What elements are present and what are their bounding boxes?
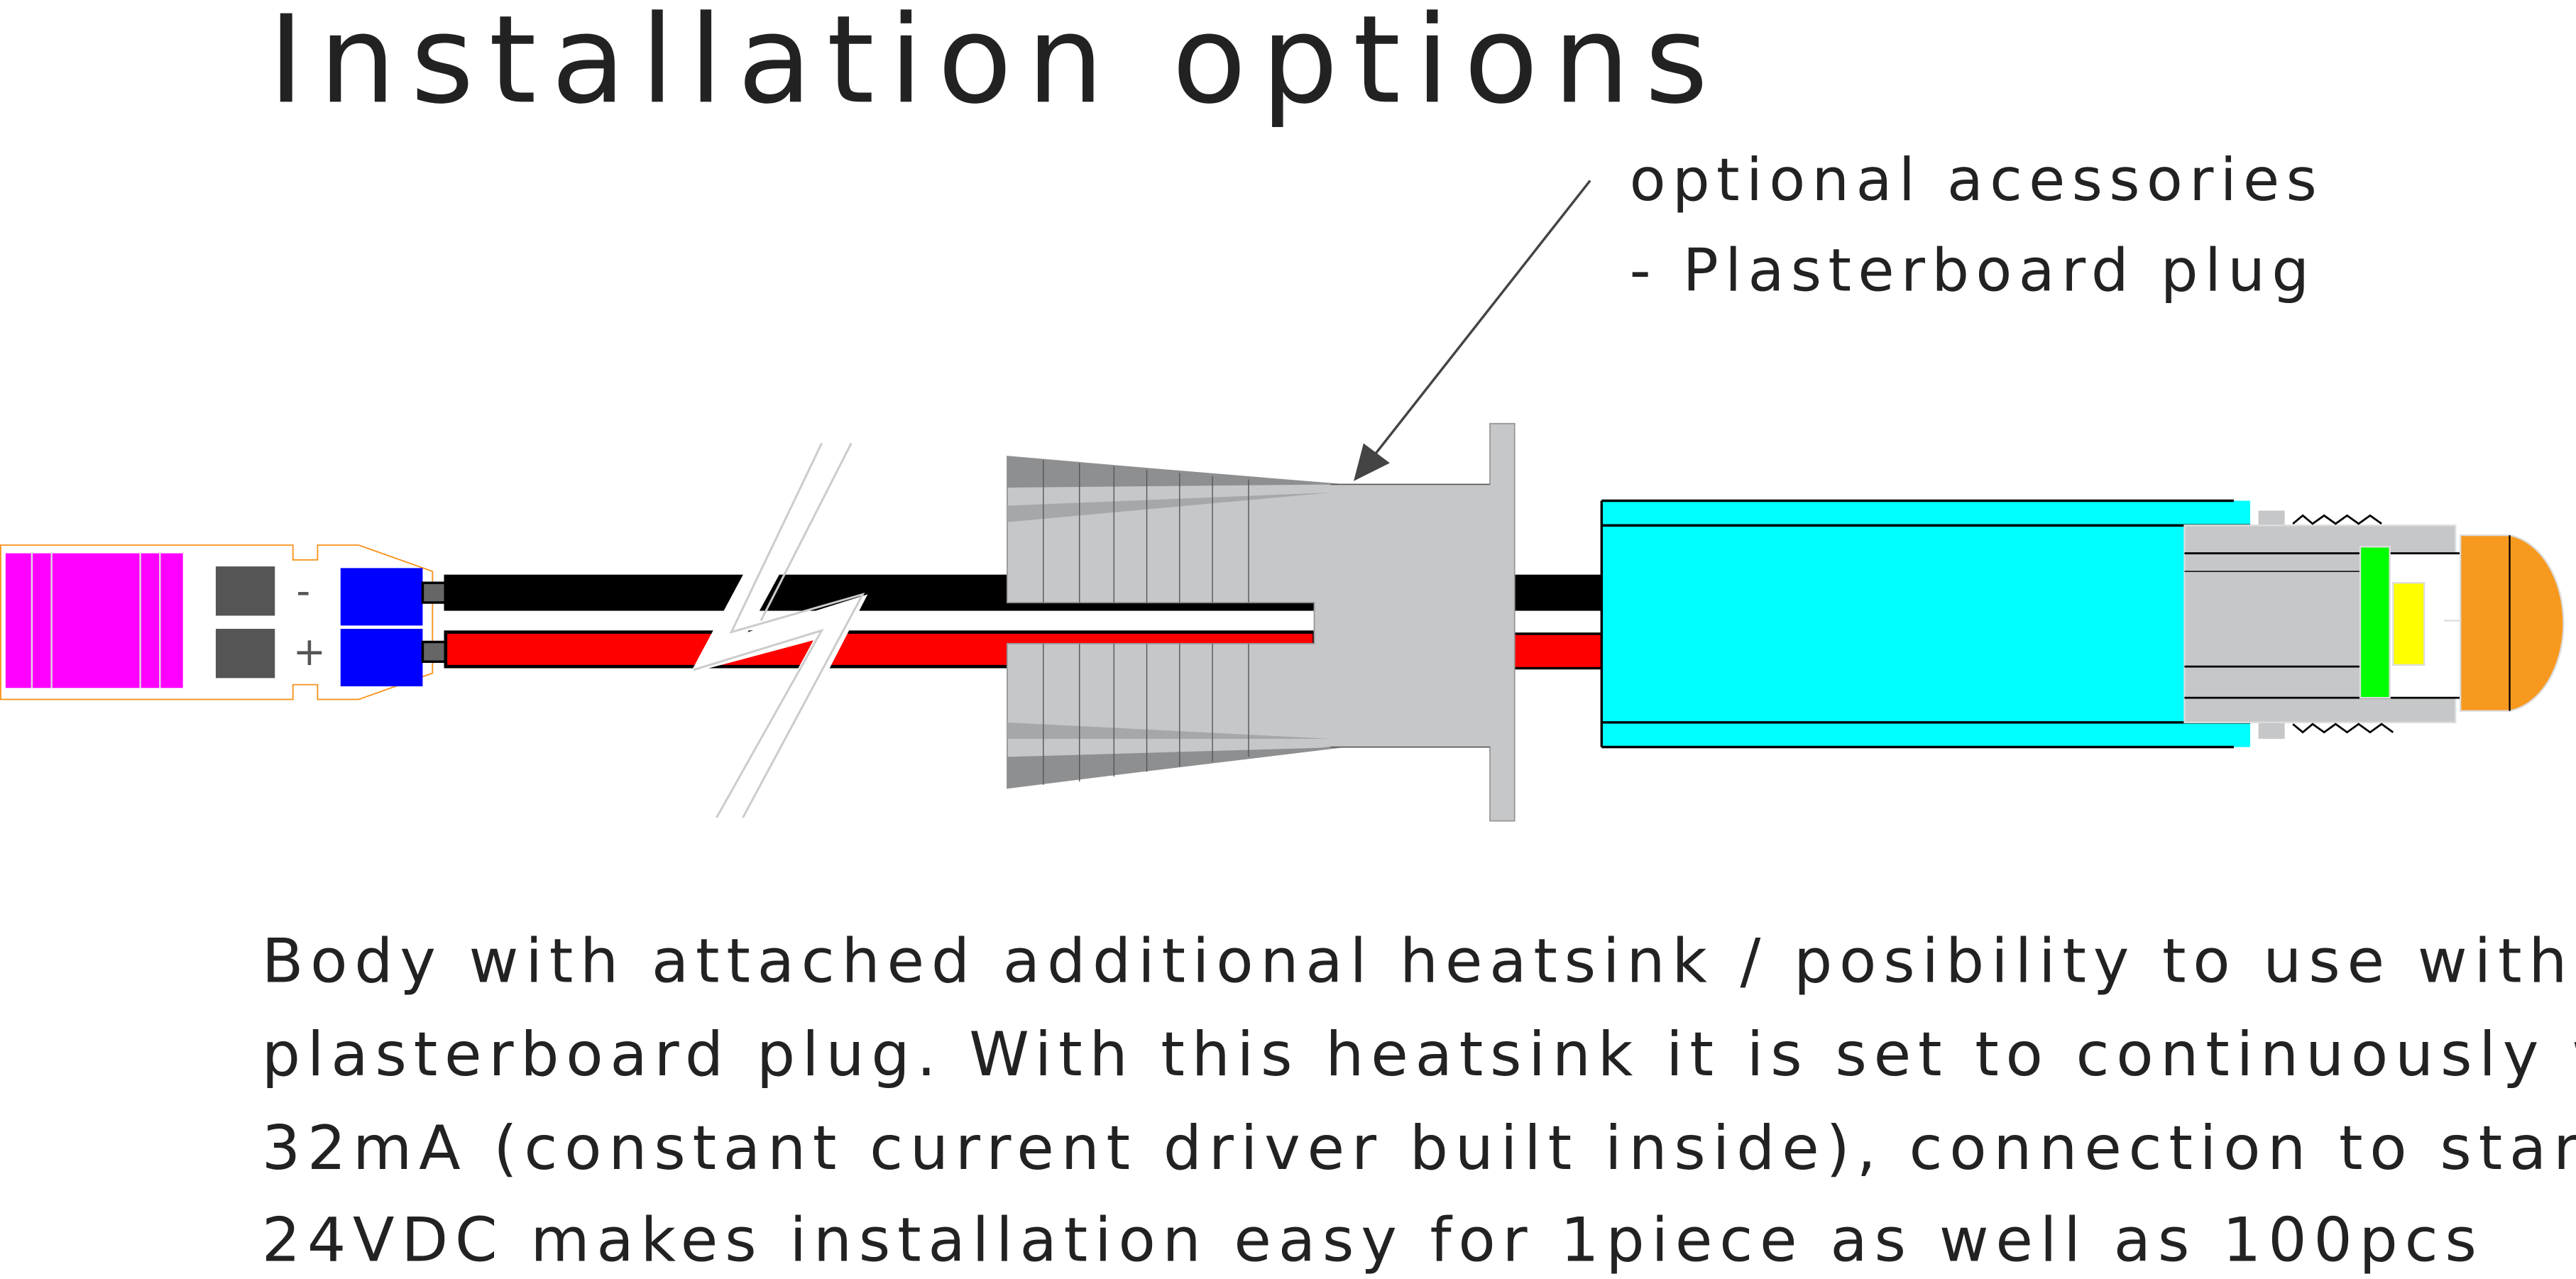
callout-line-1: optional acessories (1630, 146, 2323, 214)
terminal-positive (340, 628, 423, 686)
minus-label: - (296, 568, 310, 614)
pcb (2359, 546, 2391, 699)
description-line-1: Body with attached additional heatsink /… (262, 926, 2574, 997)
callout-arrow (1354, 180, 1591, 481)
cable-break-icon (690, 442, 868, 818)
connector-body (5, 553, 183, 688)
plus-label: + (293, 629, 327, 675)
page-title: Installation options (268, 0, 1723, 131)
plasterboard-plug (1007, 422, 1516, 822)
description-line-3: 32mA (constant current driver built insi… (262, 1114, 2576, 1184)
description-line-2: plasterboard plug. With this heatsink it… (262, 1020, 2576, 1090)
led-housing (1600, 499, 2565, 749)
connector: - + (0, 544, 447, 701)
callout-line-2: - Plasterboard plug (1630, 236, 2316, 304)
led-chip (2392, 582, 2426, 666)
terminal-negative (340, 568, 423, 626)
lens (2459, 534, 2565, 712)
description-line-4: 24VDC makes installation easy for 1piece… (262, 1206, 2484, 1276)
